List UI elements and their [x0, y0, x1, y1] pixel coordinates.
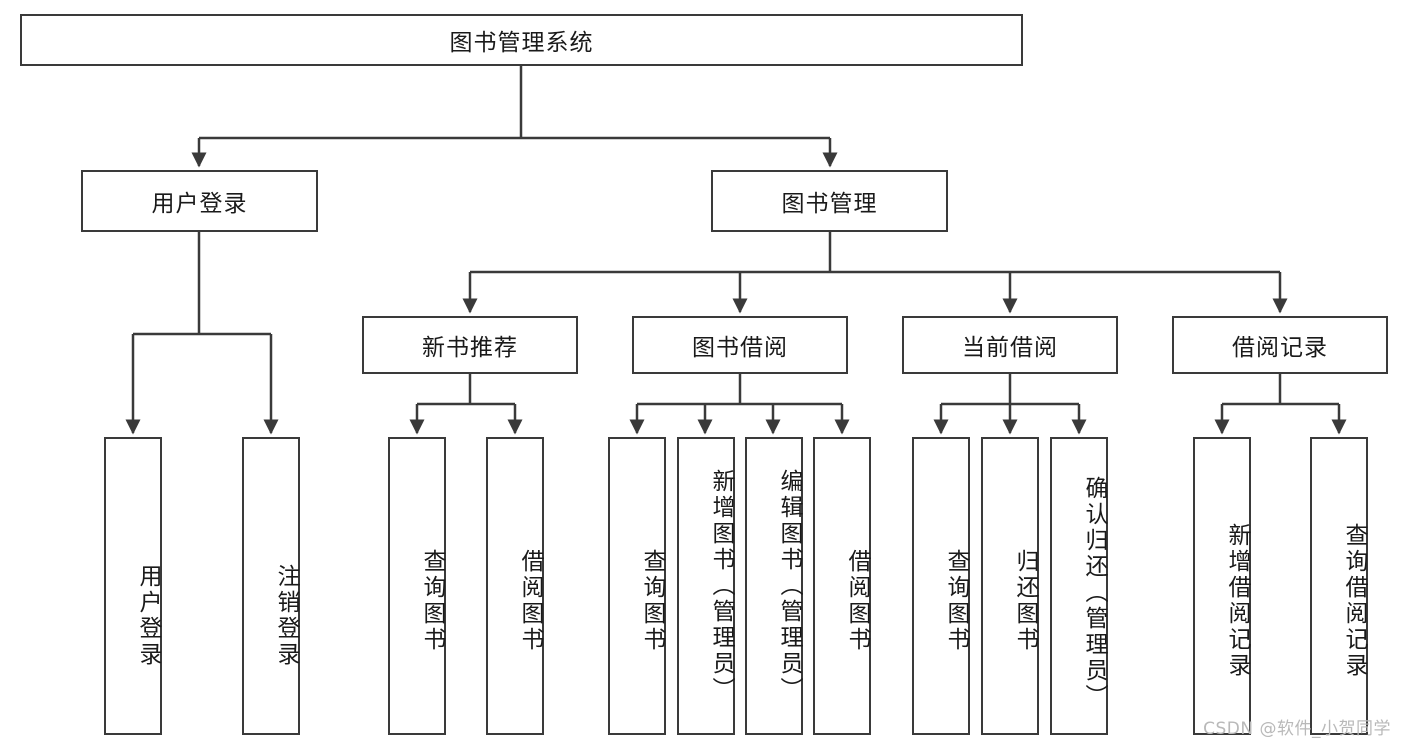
node-borrowing-records[interactable]: 借阅记录	[1172, 316, 1388, 374]
leaf-borrow-record-add-record[interactable]: 新增借阅记录	[1193, 437, 1251, 735]
node-label: 用户登录	[151, 191, 248, 217]
node-label: 借阅图书	[517, 549, 543, 653]
leaf-new-book-query-books[interactable]: 查询图书	[388, 437, 446, 735]
node-label: 查询借阅记录	[1341, 523, 1367, 679]
node-book-borrowing[interactable]: 图书借阅	[632, 316, 848, 374]
node-label: 借阅记录	[1232, 335, 1328, 361]
node-book-management[interactable]: 图书管理	[711, 170, 948, 232]
node-label: 注销登录	[273, 564, 299, 668]
leaf-borrow-record-query-record[interactable]: 查询借阅记录	[1310, 437, 1368, 735]
node-new-book-recommendation[interactable]: 新书推荐	[362, 316, 578, 374]
csdn-watermark: CSDN @软件_小贺同学	[1203, 719, 1391, 739]
node-label: 当前借阅	[962, 335, 1058, 361]
node-label: 查询图书	[419, 549, 445, 653]
node-label: 查询图书	[639, 549, 665, 653]
leaf-current-borrow-query-books[interactable]: 查询图书	[912, 437, 970, 735]
leaf-user-login-login[interactable]: 用户登录	[104, 437, 162, 735]
node-label: 确认归还（管理员）	[1081, 476, 1107, 710]
node-label: 图书管理系统	[449, 30, 594, 56]
leaf-book-borrow-add-book-admin[interactable]: 新增图书（管理员）	[677, 437, 735, 735]
leaf-book-borrow-query-books[interactable]: 查询图书	[608, 437, 666, 735]
leaf-current-borrow-confirm-return-admin[interactable]: 确认归还（管理员）	[1050, 437, 1108, 735]
node-current-borrowing[interactable]: 当前借阅	[902, 316, 1118, 374]
node-user-login[interactable]: 用户登录	[81, 170, 318, 232]
node-root-book-management-system[interactable]: 图书管理系统	[20, 14, 1023, 66]
node-label: 归还图书	[1012, 549, 1038, 653]
node-label: 图书借阅	[692, 335, 788, 361]
leaf-current-borrow-return-books[interactable]: 归还图书	[981, 437, 1039, 735]
node-label: 图书管理	[781, 191, 878, 217]
leaf-new-book-borrow-books[interactable]: 借阅图书	[486, 437, 544, 735]
node-label: 用户登录	[135, 564, 161, 668]
leaf-book-borrow-borrow-books[interactable]: 借阅图书	[813, 437, 871, 735]
leaf-book-borrow-edit-book-admin[interactable]: 编辑图书（管理员）	[745, 437, 803, 735]
node-label: 新增借阅记录	[1224, 523, 1250, 679]
node-label: 借阅图书	[844, 549, 870, 653]
node-label: 新书推荐	[422, 335, 518, 361]
node-label: 查询图书	[943, 549, 969, 653]
node-label: 编辑图书（管理员）	[776, 469, 802, 703]
node-label: 新增图书（管理员）	[708, 469, 734, 703]
leaf-user-login-logout[interactable]: 注销登录	[242, 437, 300, 735]
